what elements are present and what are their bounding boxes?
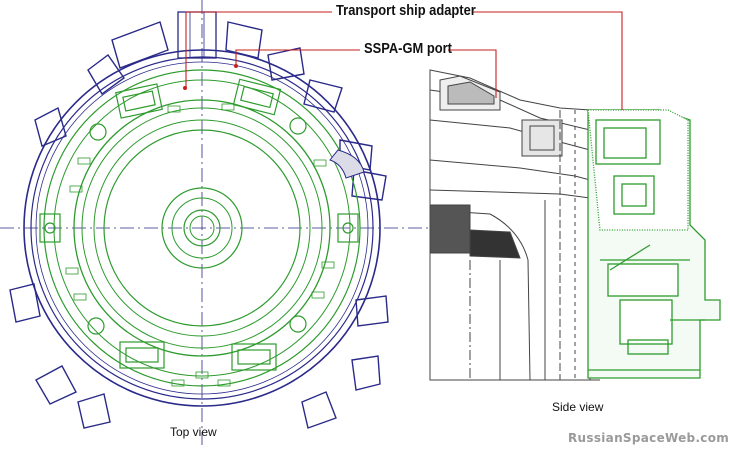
label-transport-ship-adapter: Transport ship adapter xyxy=(336,2,476,19)
side-view-drawing xyxy=(429,69,721,381)
label-sspa-gm-port: SSPA-GM port xyxy=(364,40,452,57)
leader-lines xyxy=(185,11,623,110)
caption-side-view: Side view xyxy=(552,400,604,414)
credit-russianspaceweb: RussianSpaceWeb.com xyxy=(568,431,730,445)
caption-top-view: Top view xyxy=(170,425,217,439)
top-view-drawing xyxy=(0,0,440,445)
